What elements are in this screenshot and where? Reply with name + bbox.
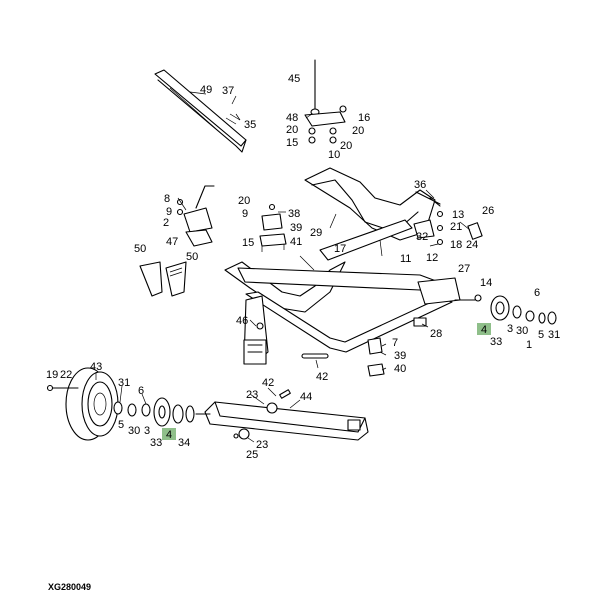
callout-13: 13 — [452, 209, 464, 221]
main-frame — [224, 167, 461, 365]
rod-assembly — [304, 59, 347, 144]
callout-19: 19 — [46, 369, 58, 381]
callout-1: 1 — [526, 339, 532, 351]
callout-6b: 6 — [138, 385, 144, 397]
callout-47: 47 — [166, 236, 178, 248]
callout-39a: 39 — [290, 222, 302, 234]
callout-11: 11 — [400, 253, 411, 265]
callout-3a: 3 — [507, 323, 513, 335]
callout-20c: 20 — [340, 140, 352, 152]
callout-7: 7 — [392, 337, 398, 349]
callout-3b: 3 — [144, 425, 150, 437]
callout-33a: 33 — [490, 336, 502, 348]
right-axle-hub — [454, 294, 557, 325]
callout-33b: 33 — [150, 437, 162, 449]
callout-labels: 45 49 37 35 48 20 15 16 20 20 10 36 8 9 … — [46, 73, 560, 461]
callout-42a: 42 — [316, 371, 328, 383]
latch-bracket-cluster — [176, 185, 215, 247]
callout-17: 17 — [334, 243, 346, 255]
callout-43: 43 — [90, 361, 102, 373]
callout-49: 49 — [200, 84, 212, 96]
callout-9a: 9 — [166, 206, 172, 218]
callout-31b: 31 — [118, 377, 130, 389]
leader-lines — [95, 91, 471, 443]
callout-28: 28 — [430, 328, 442, 340]
highlight-right-4 — [477, 323, 491, 335]
callout-45: 45 — [288, 73, 300, 85]
callout-10: 10 — [328, 149, 340, 161]
callout-48: 48 — [286, 112, 298, 124]
callout-27: 27 — [458, 263, 470, 275]
callout-31a: 31 — [548, 329, 560, 341]
callout-16: 16 — [358, 112, 370, 124]
callout-20a: 20 — [286, 124, 298, 136]
callout-12: 12 — [426, 252, 438, 264]
callout-8: 8 — [164, 193, 170, 205]
left-hub-stack — [113, 397, 195, 427]
axle-beam — [195, 389, 369, 441]
center-bracket-cluster — [259, 203, 287, 252]
callout-38: 38 — [288, 208, 300, 220]
callout-14: 14 — [480, 277, 492, 289]
callout-23a: 23 — [246, 389, 258, 401]
highlight-left-4 — [162, 428, 176, 440]
callout-6a: 6 — [534, 287, 540, 299]
callout-44: 44 — [300, 391, 312, 403]
callout-4a: 4 — [481, 324, 487, 336]
callout-39b: 39 — [394, 350, 406, 362]
right-pivot-cluster — [413, 191, 483, 246]
callout-25: 25 — [246, 449, 258, 461]
callout-42b: 42 — [262, 377, 274, 389]
callout-37: 37 — [222, 85, 234, 97]
callout-24: 24 — [466, 239, 478, 251]
callout-40: 40 — [394, 363, 406, 375]
callout-50a: 50 — [134, 243, 146, 255]
callout-35: 35 — [244, 119, 256, 131]
callout-20d: 20 — [238, 195, 250, 207]
callout-5a: 5 — [538, 329, 544, 341]
callout-26: 26 — [482, 205, 494, 217]
figure-reference-code: XG280049 — [48, 582, 92, 592]
callout-2: 2 — [163, 217, 169, 229]
callout-4b: 4 — [166, 429, 172, 441]
callout-41: 41 — [290, 236, 302, 248]
callout-32: 32 — [416, 231, 428, 243]
lower-center-parts — [301, 317, 427, 377]
callout-15a: 15 — [286, 137, 298, 149]
callout-21: 21 — [450, 221, 462, 233]
callout-46: 46 — [236, 315, 248, 327]
bracket-strip-part — [154, 69, 247, 153]
callout-22: 22 — [60, 369, 72, 381]
wheel-assembly — [46, 367, 119, 441]
callout-36: 36 — [414, 179, 426, 191]
callout-50b: 50 — [186, 251, 198, 263]
callout-20b: 20 — [352, 125, 364, 137]
callout-30b: 30 — [128, 425, 140, 437]
side-plates — [139, 261, 187, 297]
callout-5b: 5 — [118, 419, 124, 431]
callout-15b: 15 — [242, 237, 254, 249]
callout-29: 29 — [310, 227, 322, 239]
callout-23b: 23 — [256, 439, 268, 451]
callout-30a: 30 — [516, 325, 528, 337]
callout-18: 18 — [450, 239, 462, 251]
callout-9b: 9 — [242, 208, 248, 220]
callout-34: 34 — [178, 437, 190, 449]
